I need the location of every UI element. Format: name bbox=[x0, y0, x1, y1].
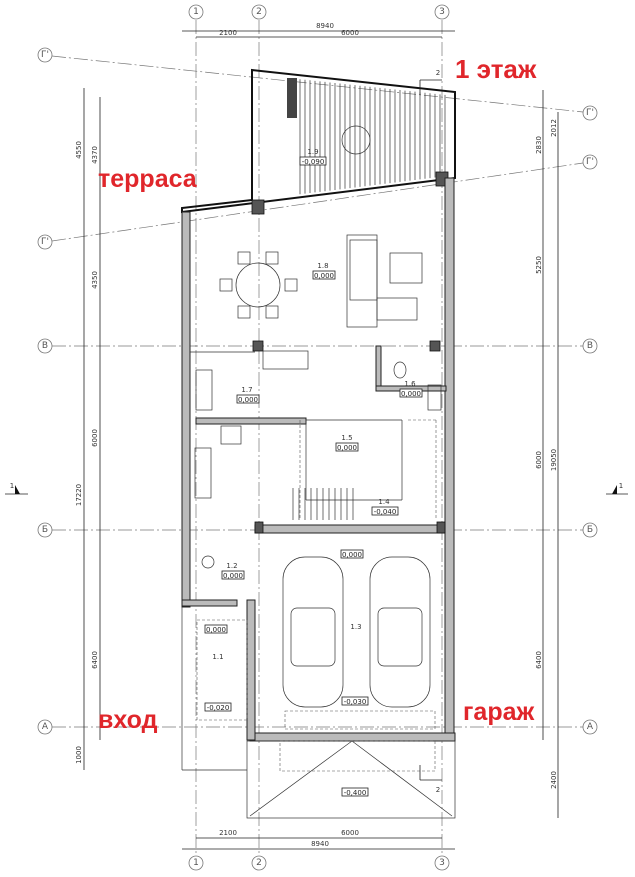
svg-text:1.4: 1.4 bbox=[378, 498, 390, 506]
svg-text:2: 2 bbox=[256, 7, 262, 17]
svg-text:8940: 8940 bbox=[316, 22, 334, 30]
svg-text:1: 1 bbox=[193, 858, 199, 868]
grid-axes bbox=[51, 20, 584, 855]
entrance-porch bbox=[181, 555, 248, 771]
entrance-label: вход bbox=[98, 706, 158, 734]
svg-text:0,000: 0,000 bbox=[337, 444, 357, 452]
svg-text:4350: 4350 bbox=[91, 271, 99, 289]
svg-text:2830: 2830 bbox=[535, 136, 543, 154]
svg-text:1.8: 1.8 bbox=[317, 262, 328, 270]
svg-text:Г': Г' bbox=[41, 237, 49, 247]
svg-text:2: 2 bbox=[436, 786, 440, 794]
svg-text:1.2: 1.2 bbox=[226, 562, 237, 570]
svg-text:Г': Г' bbox=[586, 157, 594, 167]
sofa bbox=[346, 234, 423, 328]
svg-text:1.7: 1.7 bbox=[241, 386, 252, 394]
axis-markers: 1 2 3 1 2 3 В В Б Б А А Г' Г' Г' Г' bbox=[37, 4, 598, 871]
svg-text:2100: 2100 bbox=[219, 829, 237, 837]
svg-text:6400: 6400 bbox=[91, 651, 99, 669]
svg-text:1: 1 bbox=[193, 7, 199, 17]
svg-text:6000: 6000 bbox=[91, 429, 99, 447]
svg-text:6400: 6400 bbox=[535, 651, 543, 669]
svg-text:Г': Г' bbox=[586, 108, 594, 118]
room-labels: 1.9 -0,090 1.8 0,000 1.7 0,000 1.6 0,000… bbox=[204, 148, 423, 797]
svg-text:В: В bbox=[587, 341, 593, 351]
svg-text:1.3: 1.3 bbox=[350, 623, 361, 631]
svg-text:2100: 2100 bbox=[219, 29, 237, 37]
car-left bbox=[282, 556, 344, 708]
svg-text:1.1: 1.1 bbox=[212, 653, 223, 661]
dining-table bbox=[219, 251, 298, 319]
dimensions-top: 8940 2100 6000 bbox=[182, 22, 455, 38]
svg-text:5250: 5250 bbox=[535, 256, 543, 274]
svg-text:0,000: 0,000 bbox=[206, 626, 226, 634]
svg-text:Б: Б bbox=[42, 525, 48, 535]
svg-text:4370: 4370 bbox=[91, 146, 99, 164]
svg-text:-0,030: -0,030 bbox=[344, 698, 367, 706]
svg-text:8940: 8940 bbox=[311, 840, 329, 848]
svg-text:2400: 2400 bbox=[550, 771, 558, 789]
svg-text:1.9: 1.9 bbox=[307, 148, 318, 156]
walls bbox=[181, 177, 456, 742]
svg-text:А: А bbox=[587, 722, 594, 732]
terrace bbox=[181, 68, 456, 215]
svg-text:3: 3 bbox=[439, 7, 445, 17]
dimensions-bottom: 2100 6000 8940 bbox=[182, 829, 455, 850]
svg-text:6000: 6000 bbox=[341, 829, 359, 837]
svg-text:Г': Г' bbox=[41, 50, 49, 60]
svg-text:-0,090: -0,090 bbox=[302, 158, 325, 166]
dimensions-right: 2012 2830 5250 6000 19050 6400 2400 bbox=[535, 90, 559, 818]
svg-text:0,000: 0,000 bbox=[314, 272, 334, 280]
svg-text:Б: Б bbox=[587, 525, 593, 535]
svg-text:6000: 6000 bbox=[341, 29, 359, 37]
garage-label: гараж bbox=[463, 698, 534, 726]
svg-text:19050: 19050 bbox=[550, 449, 558, 471]
terrace-label: терраса bbox=[98, 165, 198, 193]
svg-text:1000: 1000 bbox=[75, 746, 83, 764]
svg-text:1.5: 1.5 bbox=[341, 434, 352, 442]
dimensions-left: 4550 4370 4350 6000 17220 6400 1000 bbox=[75, 88, 101, 770]
svg-text:-0,400: -0,400 bbox=[344, 789, 367, 797]
svg-text:-0,020: -0,020 bbox=[207, 704, 230, 712]
svg-text:6000: 6000 bbox=[535, 451, 543, 469]
svg-text:0,000: 0,000 bbox=[342, 551, 362, 559]
svg-text:1: 1 bbox=[619, 482, 623, 490]
svg-text:-0,040: -0,040 bbox=[374, 508, 397, 516]
svg-text:2012: 2012 bbox=[550, 119, 558, 137]
svg-text:А: А bbox=[42, 722, 49, 732]
svg-text:В: В bbox=[42, 341, 48, 351]
svg-text:0,000: 0,000 bbox=[401, 390, 421, 398]
svg-text:2: 2 bbox=[256, 858, 262, 868]
svg-text:0,000: 0,000 bbox=[223, 572, 243, 580]
svg-text:4550: 4550 bbox=[75, 141, 83, 159]
car-right bbox=[369, 556, 431, 708]
floor-title: 1 этаж bbox=[455, 54, 537, 84]
svg-text:2: 2 bbox=[436, 69, 440, 77]
svg-text:17220: 17220 bbox=[75, 484, 83, 506]
svg-text:1: 1 bbox=[10, 482, 14, 490]
svg-text:0,000: 0,000 bbox=[238, 396, 258, 404]
driveway bbox=[246, 740, 456, 819]
svg-text:1.6: 1.6 bbox=[404, 380, 416, 388]
section-marks: 1 1 2 2 bbox=[5, 69, 628, 794]
svg-text:3: 3 bbox=[439, 858, 445, 868]
toilet bbox=[393, 361, 442, 411]
